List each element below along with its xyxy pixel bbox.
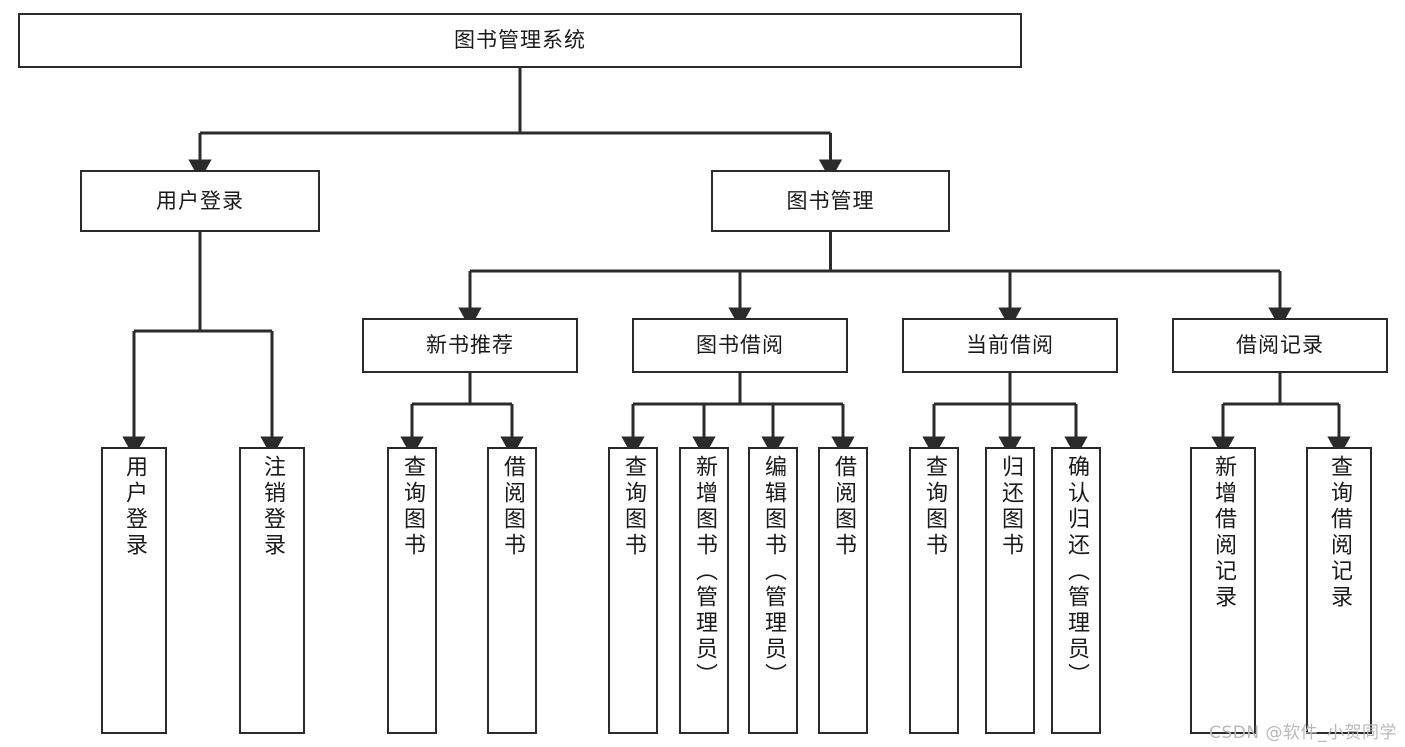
leaf-borrow-book-2-label: 借阅图书 bbox=[831, 455, 856, 559]
leaf-query-book-3[interactable]: 查询图书 bbox=[909, 447, 959, 734]
node-current-borrow-label: 当前借阅 bbox=[966, 333, 1054, 358]
leaf-query-book-3-label: 查询图书 bbox=[922, 455, 947, 559]
node-root-label: 图书管理系统 bbox=[454, 28, 586, 53]
node-current-borrow[interactable]: 当前借阅 bbox=[902, 318, 1118, 373]
leaf-confirm-return[interactable]: 确认归还（管理员） bbox=[1051, 447, 1101, 734]
leaf-query-borrow-record[interactable]: 查询借阅记录 bbox=[1306, 447, 1372, 734]
leaf-logout-label: 注销登录 bbox=[260, 455, 285, 559]
leaf-borrow-book-1-label: 借阅图书 bbox=[500, 455, 525, 559]
leaf-user-login-label: 用户登录 bbox=[122, 455, 147, 559]
leaf-query-book-1-label: 查询图书 bbox=[400, 455, 425, 559]
node-user-login[interactable]: 用户登录 bbox=[80, 170, 320, 232]
leaf-logout[interactable]: 注销登录 bbox=[239, 447, 305, 734]
leaf-borrow-book-2[interactable]: 借阅图书 bbox=[818, 447, 868, 734]
node-borrow-record-label: 借阅记录 bbox=[1236, 333, 1324, 358]
leaf-query-borrow-record-label: 查询借阅记录 bbox=[1327, 455, 1352, 611]
leaf-user-login[interactable]: 用户登录 bbox=[101, 447, 167, 734]
leaf-add-book[interactable]: 新增图书（管理员） bbox=[679, 447, 729, 734]
leaf-query-book-2-label: 查询图书 bbox=[621, 455, 646, 559]
node-user-login-label: 用户登录 bbox=[156, 188, 244, 213]
leaf-query-book-2[interactable]: 查询图书 bbox=[608, 447, 658, 734]
node-book-management[interactable]: 图书管理 bbox=[711, 170, 950, 232]
node-book-borrow-label: 图书借阅 bbox=[696, 333, 784, 358]
leaf-borrow-book-1[interactable]: 借阅图书 bbox=[487, 447, 537, 734]
leaf-add-book-label: 新增图书（管理员） bbox=[692, 455, 717, 689]
node-root[interactable]: 图书管理系统 bbox=[18, 13, 1022, 68]
node-book-borrow[interactable]: 图书借阅 bbox=[632, 318, 848, 373]
leaf-return-book[interactable]: 归还图书 bbox=[985, 447, 1035, 734]
leaf-add-borrow-record[interactable]: 新增借阅记录 bbox=[1190, 447, 1256, 734]
leaf-confirm-return-label: 确认归还（管理员） bbox=[1064, 455, 1089, 689]
leaf-return-book-label: 归还图书 bbox=[998, 455, 1023, 559]
node-borrow-record[interactable]: 借阅记录 bbox=[1172, 318, 1388, 373]
leaf-query-book-1[interactable]: 查询图书 bbox=[387, 447, 437, 734]
node-new-book-recommend[interactable]: 新书推荐 bbox=[362, 318, 578, 373]
leaf-add-borrow-record-label: 新增借阅记录 bbox=[1211, 455, 1236, 611]
node-book-management-label: 图书管理 bbox=[786, 188, 875, 213]
leaf-edit-book-label: 编辑图书（管理员） bbox=[761, 455, 786, 689]
leaf-edit-book[interactable]: 编辑图书（管理员） bbox=[748, 447, 798, 734]
node-new-book-recommend-label: 新书推荐 bbox=[426, 333, 514, 358]
